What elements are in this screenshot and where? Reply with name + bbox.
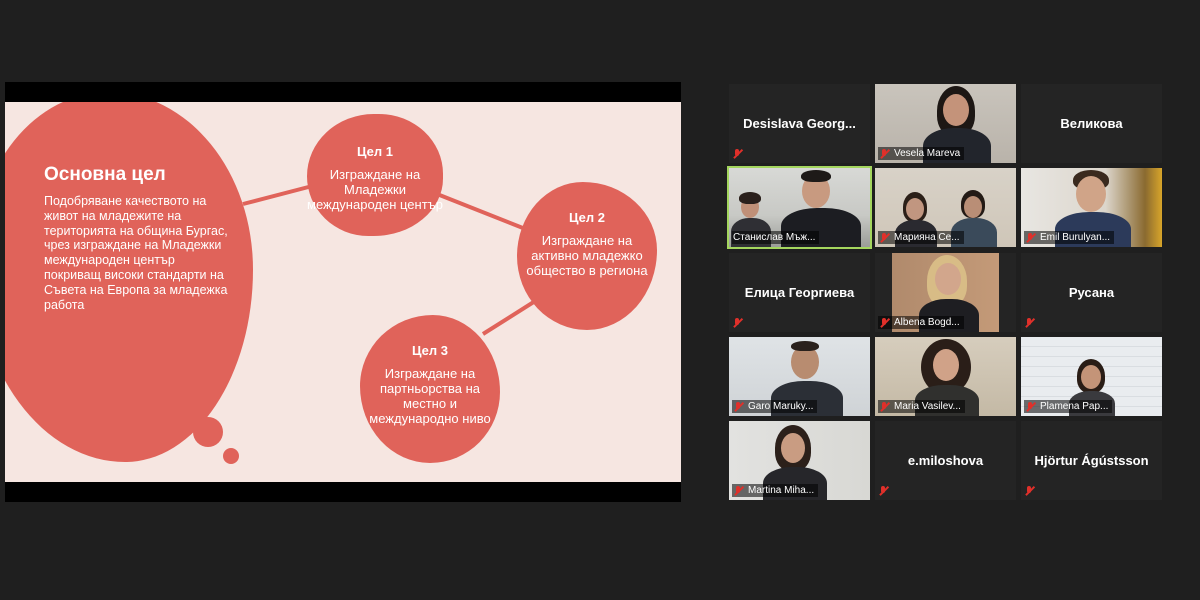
participant-name: e.miloshova	[907, 453, 984, 468]
decor-dot-large	[193, 417, 223, 447]
participant-tile-active-speaker[interactable]: Станислав Мъж...	[727, 166, 872, 249]
goal-3-title: Цел 3	[412, 343, 448, 358]
participant-name: Plamena Pap...	[1040, 401, 1109, 412]
main-goal-title: Основна цел	[44, 164, 166, 185]
muted-mic-icon	[879, 232, 890, 243]
goal-2-text: Изграждане на активно младежко общество …	[526, 233, 648, 278]
muted-mic-icon	[879, 148, 890, 159]
goal-3-text: Изграждане на партньорства на местно и м…	[369, 366, 491, 426]
goal-1-text: Изграждане на Младежки международен цент…	[307, 167, 444, 212]
muted-mic-icon	[732, 317, 743, 328]
participant-name: Vesela Mareva	[894, 148, 961, 159]
participant-tile[interactable]: Plamena Pap...	[1021, 337, 1162, 416]
decor-dot-small	[223, 448, 239, 464]
muted-mic-icon	[879, 317, 890, 328]
goal-1-title: Цел 1	[357, 144, 393, 159]
participant-name: Марияна Се...	[894, 232, 960, 243]
goal-2-bubble: Цел 2 Изграждане на активно младежко общ…	[517, 182, 657, 330]
goal-1-bubble: Цел 1 Изграждане на Младежки международе…	[307, 114, 443, 236]
main-goal-shape	[5, 102, 253, 462]
participant-name: Martina Miha...	[748, 485, 815, 496]
participant-tile[interactable]: Елица Георгиева	[729, 253, 870, 332]
muted-mic-icon	[1024, 485, 1035, 496]
participant-tile[interactable]: Vesela Mareva	[875, 84, 1016, 163]
participant-tile[interactable]: Hjörtur Ágústsson	[1021, 421, 1162, 500]
participant-tile[interactable]: Maria Vasilev...	[875, 337, 1016, 416]
participant-tile[interactable]: Martina Miha...	[729, 421, 870, 500]
goal-2-title: Цел 2	[569, 210, 605, 225]
muted-mic-icon	[1025, 232, 1036, 243]
participant-name: Desislava Georg...	[743, 116, 856, 131]
participant-name: Великова	[1060, 116, 1123, 131]
muted-mic-icon	[878, 485, 889, 496]
participant-name: Hjörtur Ágústsson	[1034, 453, 1149, 468]
participant-name: Albena Bogd...	[894, 317, 960, 328]
participant-tile[interactable]: e.miloshova	[875, 421, 1016, 500]
participant-tile[interactable]: Garo Maruky...	[729, 337, 870, 416]
participant-tile[interactable]: Emil Burulyan...	[1021, 168, 1162, 247]
participant-tile[interactable]: Марияна Се...	[875, 168, 1016, 247]
main-goal-text: Подобряване качеството на живот на младе…	[44, 194, 228, 312]
participant-name: Emil Burulyan...	[1040, 232, 1111, 243]
participant-name: Станислав Мъж...	[733, 232, 816, 243]
shared-screen[interactable]: Основна цел Подобряване качеството на жи…	[5, 82, 681, 502]
participant-name: Maria Vasilev...	[894, 401, 961, 412]
muted-mic-icon	[879, 401, 890, 412]
participant-name: Елица Георгиева	[744, 285, 855, 300]
muted-mic-icon	[733, 485, 744, 496]
muted-mic-icon	[733, 401, 744, 412]
participant-tile[interactable]: Великова	[1021, 84, 1162, 163]
participant-tile[interactable]: Русана	[1021, 253, 1162, 332]
presentation-slide: Основна цел Подобряване качеството на жи…	[5, 102, 681, 482]
participant-tile[interactable]: Albena Bogd...	[875, 253, 1016, 332]
participant-name: Garo Maruky...	[748, 401, 814, 412]
participant-name: Русана	[1068, 285, 1115, 300]
participant-tile[interactable]: Desislava Georg...	[729, 84, 870, 163]
muted-mic-icon	[732, 148, 743, 159]
muted-mic-icon	[1025, 401, 1036, 412]
muted-mic-icon	[1024, 317, 1035, 328]
goal-3-bubble: Цел 3 Изграждане на партньорства на мест…	[360, 315, 500, 463]
